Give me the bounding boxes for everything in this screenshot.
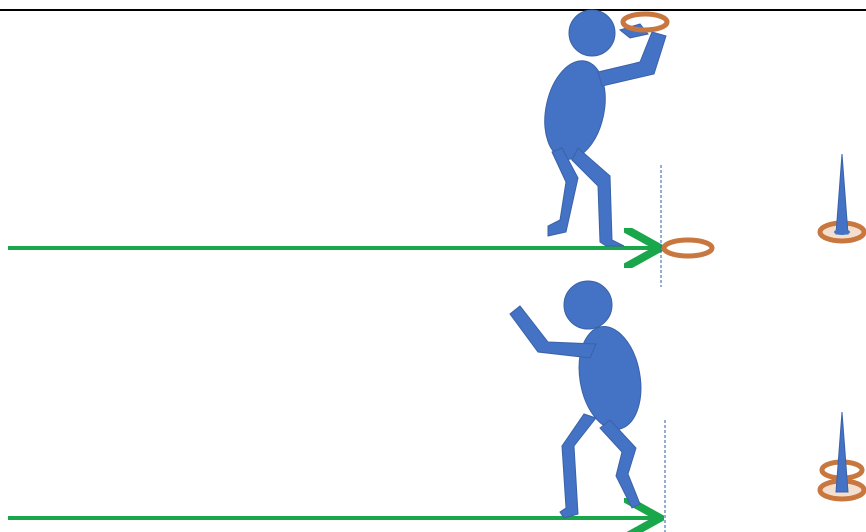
person-icon (536, 10, 666, 246)
panel-top (8, 10, 864, 287)
person-head (569, 10, 615, 56)
person-icon (510, 281, 649, 518)
panel-bottom (8, 281, 864, 532)
ring-icon (664, 240, 712, 256)
cone-icon (820, 412, 864, 499)
person-head (564, 281, 612, 329)
ring-icon (623, 14, 667, 30)
cone-icon (820, 154, 864, 241)
person-leg-front (572, 148, 624, 246)
person-leg-back (560, 414, 596, 518)
cone-spike (836, 412, 848, 492)
person-leg-front (600, 420, 640, 508)
cone-base (834, 229, 850, 235)
cone-spike (836, 154, 848, 234)
